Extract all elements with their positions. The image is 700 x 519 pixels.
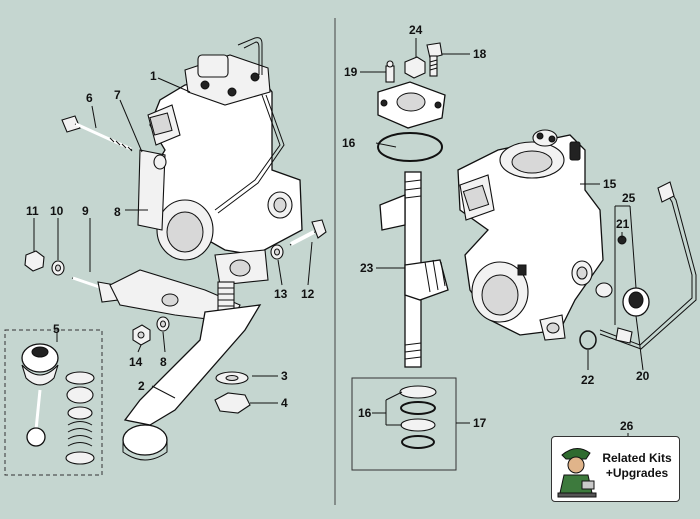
label-4: 4 [281, 396, 288, 410]
label-8a: 8 [114, 205, 121, 219]
related-kits-button[interactable]: Related Kits +Upgrades [551, 436, 680, 502]
bolt-6 [61, 115, 133, 152]
badge-line-1: Related Kits [602, 451, 672, 465]
o-ring-22 [579, 330, 597, 350]
plug [595, 282, 613, 298]
ball-joint-kit [21, 343, 95, 465]
seal-mid [400, 418, 436, 432]
label-19: 19 [344, 65, 358, 79]
label-10: 10 [50, 204, 64, 218]
badge-label: Related Kits +Upgrades [594, 451, 680, 481]
label-2: 2 [138, 379, 145, 393]
label-12: 12 [301, 287, 315, 301]
label-6: 6 [86, 91, 93, 105]
callout-labels: 1 2 3 4 5 6 7 8 8 9 10 11 12 13 14 15 16… [26, 23, 650, 433]
label-7: 7 [114, 88, 121, 102]
pipe-20 [599, 181, 697, 350]
sector-shaft [379, 171, 449, 368]
washer-8a [153, 154, 167, 170]
label-15: 15 [603, 177, 617, 191]
ring-2 [401, 435, 435, 449]
label-11: 11 [26, 204, 39, 218]
label-13: 13 [274, 287, 288, 301]
label-26: 26 [620, 419, 634, 433]
label-9: 9 [82, 204, 89, 218]
label-25: 25 [622, 191, 636, 205]
kit-17-box [351, 377, 457, 471]
leader-lines [33, 38, 644, 449]
gasket-16 [377, 132, 443, 162]
drop-arm [122, 281, 262, 461]
nut-24 [404, 56, 426, 79]
label-14: 14 [129, 355, 143, 369]
badge-line-2: +Upgrades [605, 466, 669, 480]
steering-box-right [457, 129, 604, 341]
label-23: 23 [360, 261, 374, 275]
label-16a: 16 [342, 136, 356, 150]
mechanic-icon [557, 448, 597, 498]
label-17: 17 [473, 416, 487, 430]
kit-5-box [4, 329, 103, 476]
ring-1 [400, 401, 436, 415]
label-8b: 8 [160, 355, 167, 369]
label-16b: 16 [358, 406, 372, 420]
label-5: 5 [53, 322, 60, 336]
label-18: 18 [473, 47, 487, 61]
nut-4 [214, 392, 251, 414]
steering-box-left [147, 37, 303, 286]
banjo-fitting [622, 287, 650, 317]
label-1: 1 [150, 69, 157, 83]
nut-11 [24, 250, 45, 272]
label-22: 22 [581, 373, 595, 387]
label-3: 3 [281, 369, 288, 383]
bolt-9 [71, 276, 119, 303]
label-24: 24 [409, 23, 423, 37]
bolt-18 [426, 42, 443, 77]
grease-nipple-19 [385, 60, 395, 83]
label-21: 21 [616, 217, 630, 231]
label-20: 20 [636, 369, 650, 383]
seal-top [399, 385, 437, 399]
bolt-12 [289, 219, 327, 246]
